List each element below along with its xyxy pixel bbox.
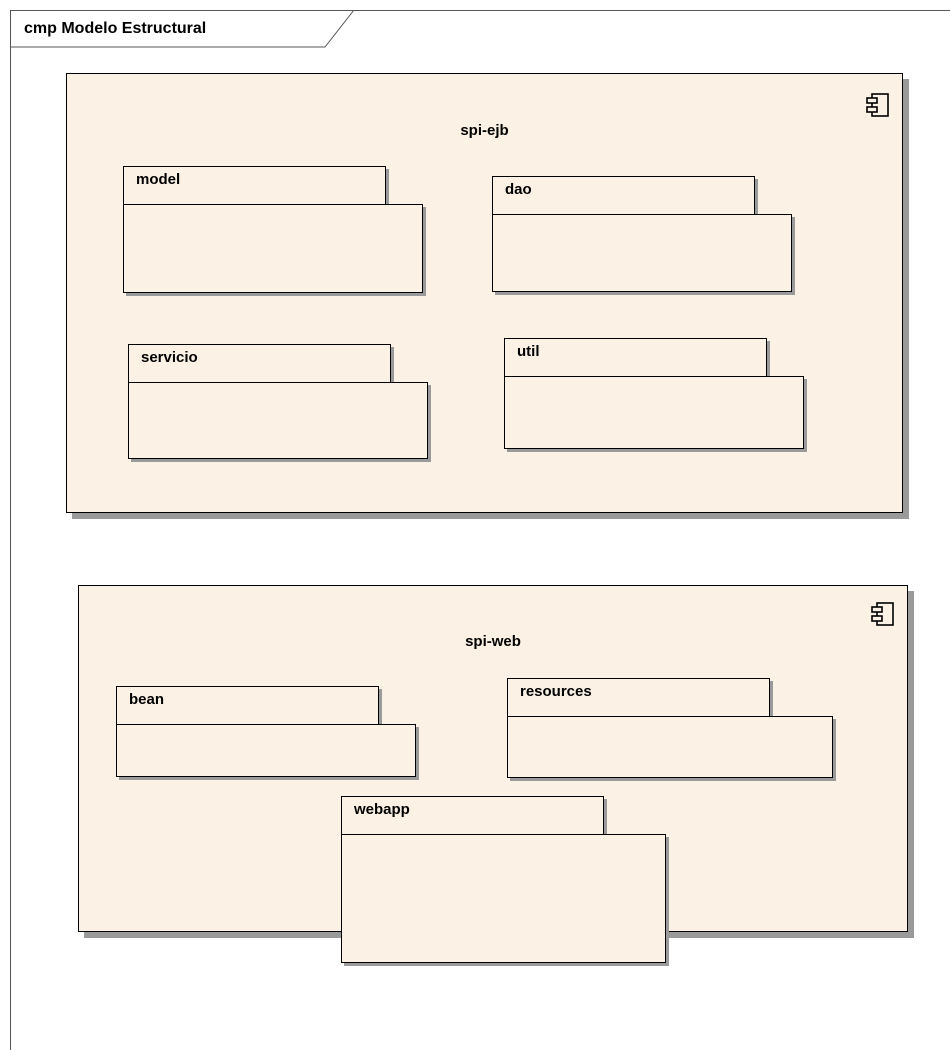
package-label: util — [517, 343, 540, 360]
package-dao[interactable]: dao — [492, 176, 792, 292]
component-name: spi-ejb — [460, 122, 509, 139]
package-label: bean — [129, 691, 165, 708]
component-spi-web[interactable]: spi-web bean resources webapp — [78, 585, 908, 963]
package-label: resources — [520, 683, 592, 700]
package-servicio[interactable]: servicio — [128, 344, 428, 459]
package-label: webapp — [354, 801, 410, 818]
component-spi-ejb[interactable]: spi-ejb model dao servicio util — [66, 73, 903, 513]
package-webapp[interactable]: webapp — [341, 796, 666, 963]
package-model[interactable]: model — [123, 166, 423, 294]
diagram-frame — [10, 10, 950, 1050]
package-bean[interactable]: bean — [116, 686, 416, 777]
package-label: dao — [505, 181, 532, 198]
package-label: servicio — [141, 349, 198, 366]
component-icon — [864, 92, 890, 118]
frame-title: cmp Modelo Estructural — [24, 20, 207, 37]
frame-tab — [10, 10, 355, 48]
component-name: spi-web — [465, 633, 521, 650]
package-util[interactable]: util — [504, 338, 804, 450]
package-label: model — [136, 171, 181, 188]
component-icon — [869, 601, 895, 627]
package-resources[interactable]: resources — [507, 678, 833, 778]
